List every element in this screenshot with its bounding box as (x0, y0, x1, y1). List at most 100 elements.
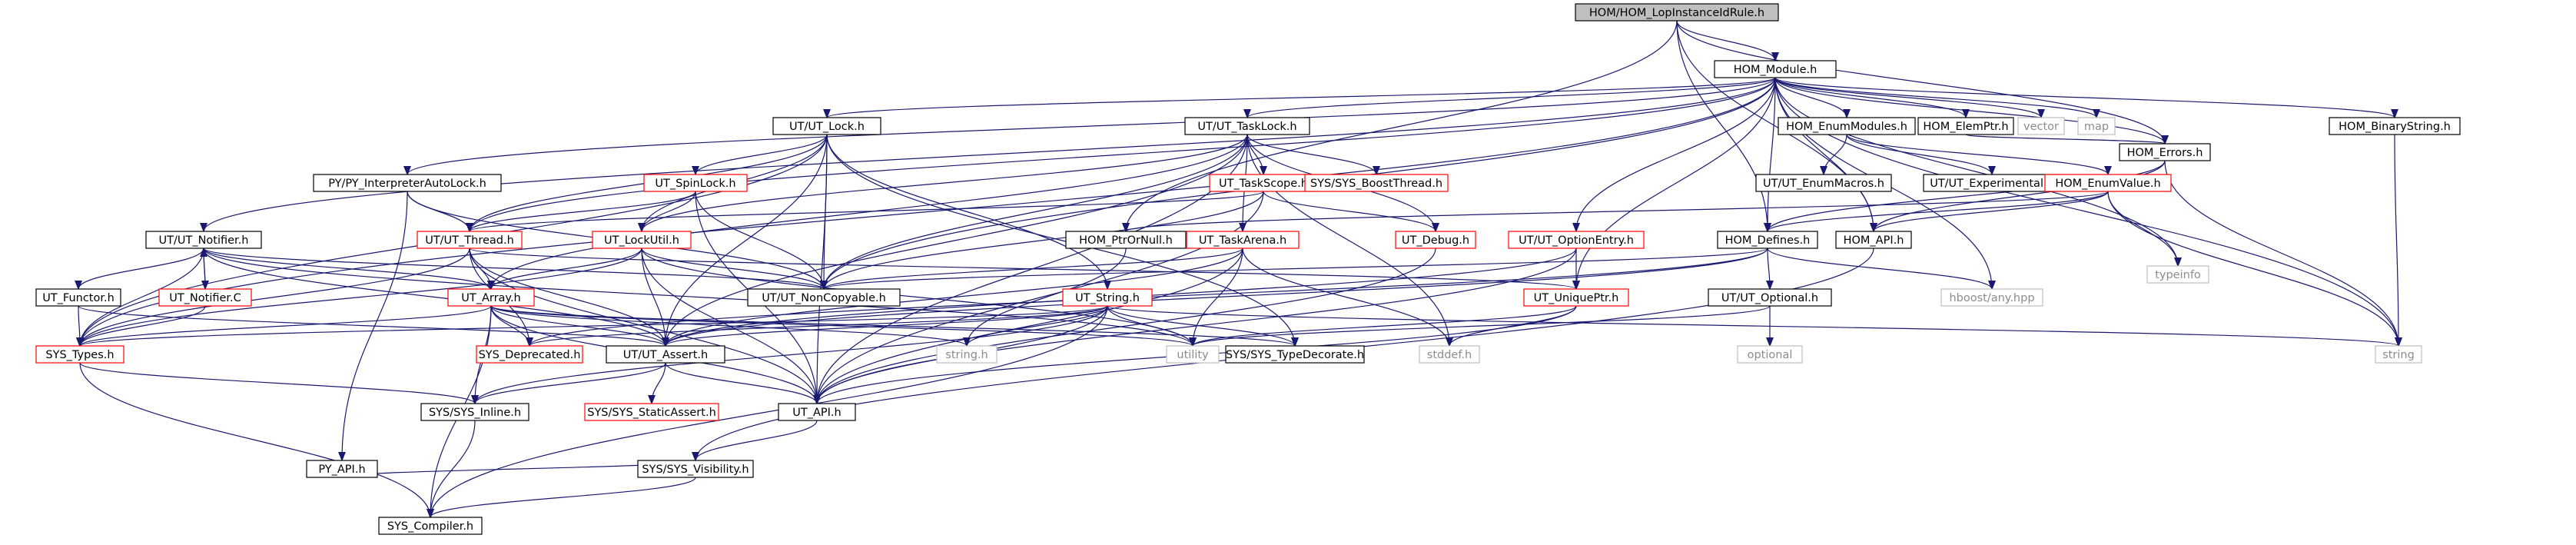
edge-utnotifier-to-systypes (80, 248, 204, 346)
node-utnotifierc[interactable]: UT_Notifier.C (158, 288, 252, 307)
node-label: SYS/SYS_BoostThread.h (1310, 178, 1442, 190)
edge-utlock-to-utstring (826, 134, 1107, 289)
node-utoptional[interactable]: UT/UT_Optional.h (1708, 288, 1832, 307)
node-utnoncopy[interactable]: UT/UT_NonCopyable.h (747, 288, 901, 307)
edge-lopinst-to-homerrors (1676, 20, 2165, 144)
node-box (1523, 288, 1629, 307)
node-sysboost[interactable]: SYS/SYS_BoostThread.h (1304, 174, 1449, 192)
node-stringh[interactable]: string.h (936, 345, 998, 364)
node-homenummodules[interactable]: HOM_EnumModules.h (1778, 117, 1916, 135)
node-utthread[interactable]: UT/UT_Thread.h (417, 231, 523, 249)
edge-hommodule-to-homerrors (1774, 77, 2165, 145)
node-pyinterp[interactable]: PY/PY_InterpreterAutoLock.h (313, 174, 502, 192)
node-box (306, 460, 378, 478)
edge-utlock-to-utspinlock (695, 134, 828, 175)
node-utlockutil[interactable]: UT_LockUtil.h (592, 231, 692, 249)
edge-utstring-to-systypes (80, 305, 1108, 347)
node-systypes[interactable]: SYS_Types.h (35, 345, 124, 364)
node-utuniqueptr[interactable]: UT_UniquePtr.h (1523, 288, 1629, 307)
node-box (1184, 117, 1310, 135)
node-box (1166, 345, 1220, 364)
node-utenummacros[interactable]: UT/UT_EnumMacros.h (1755, 174, 1892, 192)
node-pyapi[interactable]: PY_API.h (306, 460, 378, 478)
node-utlock[interactable]: UT/UT_Lock.h (772, 117, 881, 135)
node-utoptionentry[interactable]: UT/UT_OptionEntry.h (1508, 231, 1645, 249)
node-hombinstr[interactable]: HOM_BinaryString.h (2329, 117, 2461, 135)
node-label: UT_UniquePtr.h (1534, 292, 1619, 304)
edge-homerrors-to-homdefines (1768, 160, 2166, 232)
node-label: HOM/HOM_LopInstanceIdRule.h (1589, 7, 1764, 19)
node-label: UT/UT_Assert.h (623, 349, 708, 361)
node-utarray[interactable]: UT_Array.h (447, 288, 535, 307)
node-uttasklock[interactable]: UT/UT_TaskLock.h (1184, 117, 1310, 135)
node-utnotifier[interactable]: UT/UT_Notifier.h (145, 231, 262, 249)
edge-uttasklock-to-stddef (1247, 134, 1449, 346)
edge-utnotifier-to-utfunctor (78, 248, 204, 290)
node-box (420, 403, 529, 421)
node-sysdeprecated[interactable]: SYS_Deprecated.h (476, 345, 583, 364)
node-optional[interactable]: optional (1737, 345, 1803, 364)
node-string[interactable]: string (2375, 345, 2422, 364)
node-box (1835, 231, 1912, 249)
edge-utstring-to-string (1107, 305, 2398, 347)
edge-homdefines-to-utoptional (1768, 248, 1770, 289)
node-box (1419, 345, 1480, 364)
node-label: HOM_Module.h (1734, 64, 1817, 76)
node-utexperimental[interactable]: UT/UT_Experimental.h (1923, 174, 2061, 192)
node-box (1737, 345, 1803, 364)
node-utstring[interactable]: UT_String.h (1062, 288, 1153, 307)
edge-utlock-to-utassert (666, 134, 828, 346)
edge-utuniqueptr-to-utility (1193, 305, 1577, 347)
node-box (1778, 117, 1916, 135)
node-uttaskscope[interactable]: UT_TaskScope.h (1209, 174, 1318, 192)
node-homapi[interactable]: HOM_API.h (1835, 231, 1912, 249)
node-box (2119, 143, 2211, 161)
edge-uttaskscope-to-utnoncopy (824, 191, 1264, 289)
node-utdebug[interactable]: UT_Debug.h (1395, 231, 1476, 249)
node-typeinfo[interactable]: typeinfo (2146, 265, 2209, 284)
node-utapi[interactable]: UT_API.h (778, 403, 856, 421)
edge-utarray-to-stringh (490, 305, 967, 347)
node-homenumvalue[interactable]: HOM_EnumValue.h (2044, 174, 2172, 192)
node-sysstaticassert[interactable]: SYS/SYS_StaticAssert.h (584, 403, 719, 421)
edge-uttasklock-to-utnoncopy (824, 134, 1248, 289)
node-hboost[interactable]: hboost/any.hpp (1940, 288, 2043, 307)
node-label: UT_Debug.h (1402, 234, 1469, 247)
node-stddef[interactable]: stddef.h (1419, 345, 1480, 364)
edge-homenummodules-to-utexperimental (1846, 134, 1992, 175)
node-systypedecorate[interactable]: SYS/SYS_TypeDecorate.h (1225, 345, 1365, 364)
node-sysvis[interactable]: SYS/SYS_Visibility.h (637, 460, 754, 478)
node-label: UT/UT_Experimental.h (1930, 178, 2054, 190)
node-label: SYS/SYS_Inline.h (429, 407, 521, 419)
edge-homdefines-to-hboost (1767, 248, 1992, 290)
node-box (35, 345, 124, 364)
edge-hommodule-to-homelemptr (1774, 77, 1966, 118)
node-map[interactable]: map (2077, 117, 2116, 135)
node-uttaskarena[interactable]: UT_TaskArena.h (1186, 231, 1300, 249)
node-homelemptr[interactable]: HOM_ElemPtr.h (1917, 117, 2014, 135)
node-sysinline[interactable]: SYS/SYS_Inline.h (420, 403, 529, 421)
node-box (592, 231, 692, 249)
node-syscompiler[interactable]: SYS_Compiler.h (378, 517, 483, 535)
node-utspinlock[interactable]: UT_SpinLock.h (643, 174, 748, 192)
node-vector[interactable]: vector (2017, 117, 2065, 135)
edge-utstring-to-sysdeprecated (529, 305, 1108, 347)
node-utassert[interactable]: UT/UT_Assert.h (606, 345, 725, 364)
node-homerrors[interactable]: HOM_Errors.h (2119, 143, 2211, 161)
node-label: UT/UT_Thread.h (425, 234, 514, 247)
node-box (1717, 231, 1818, 249)
node-homptrornull[interactable]: HOM_PtrOrNull.h (1065, 231, 1187, 249)
node-homdefines[interactable]: HOM_Defines.h (1717, 231, 1818, 249)
node-label: UT_LockUtil.h (604, 234, 679, 247)
node-box (1186, 231, 1300, 249)
node-label: string (2382, 349, 2415, 361)
node-box (447, 288, 535, 307)
node-box (1708, 288, 1832, 307)
node-utility[interactable]: utility (1166, 345, 1220, 364)
edge-uttaskscope-to-utapi (817, 191, 1264, 404)
node-utfunctor[interactable]: UT_Functor.h (35, 288, 121, 307)
edge-utthread-to-systypes (80, 248, 470, 346)
node-hommodule[interactable]: HOM_Module.h (1714, 60, 1837, 78)
node-label: SYS/SYS_TypeDecorate.h (1226, 349, 1364, 361)
